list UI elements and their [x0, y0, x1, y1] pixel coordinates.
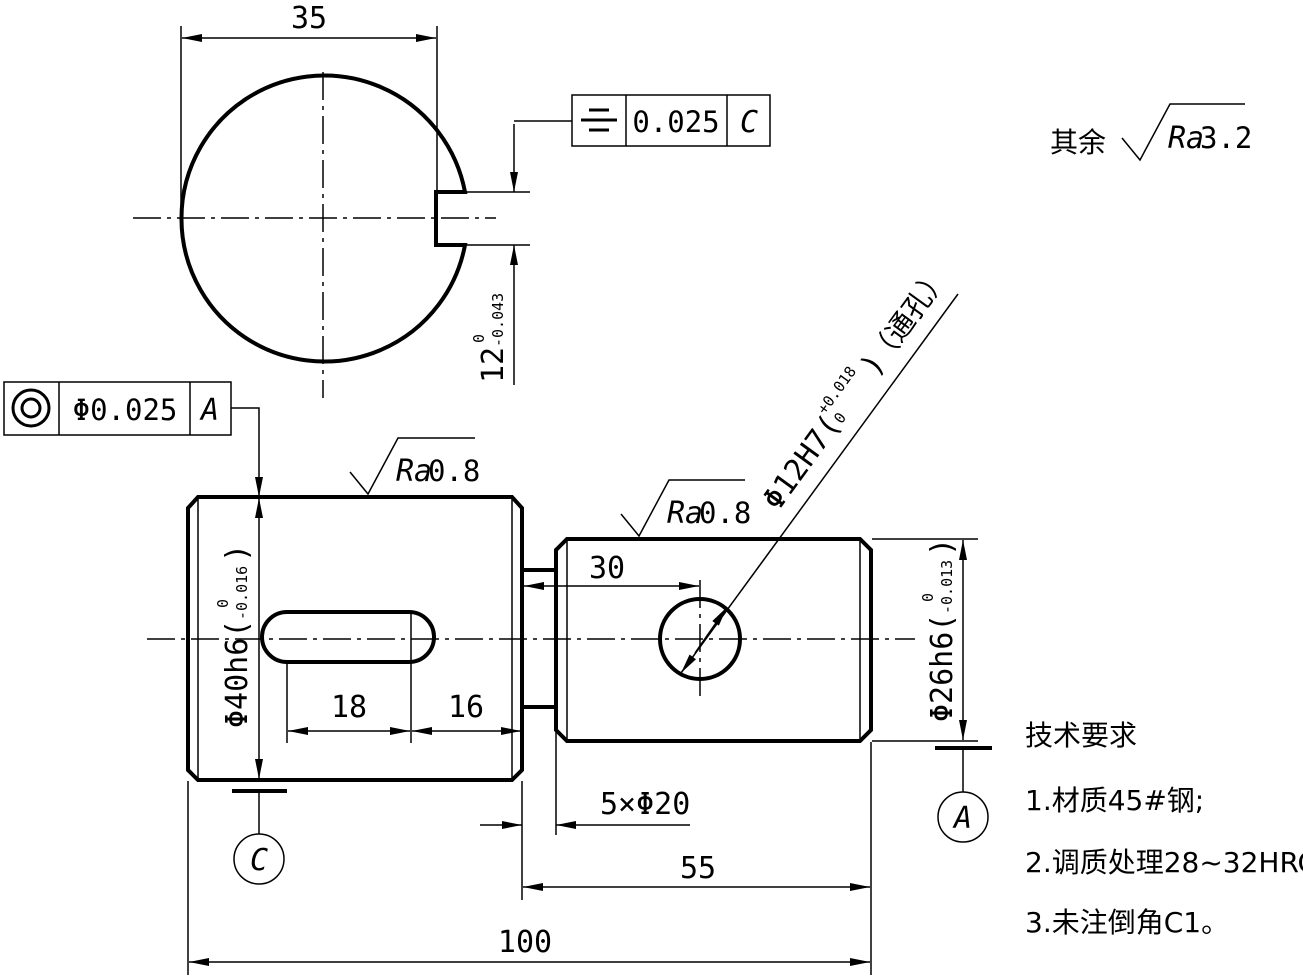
tech-item-3: 3.未注倒角C1。	[1025, 906, 1229, 939]
sym-frame	[571, 94, 771, 147]
dim-12-text: 12	[476, 347, 511, 383]
roughness-small-symbol	[620, 479, 745, 538]
dim-d26-lower: -0.013	[938, 560, 956, 614]
dim-12-label: 12 0 -0.043	[470, 293, 511, 383]
roughness-rest-symbol	[1121, 103, 1245, 162]
conc-datum: A	[199, 393, 219, 428]
datum-a-text: A	[952, 801, 972, 836]
dim-d26-text: Φ26h6(	[925, 614, 960, 722]
roughness-small-ra: Ra	[667, 496, 703, 531]
concentricity-icon	[11, 388, 51, 428]
dim-30-text: 30	[589, 551, 625, 586]
dim-d26-upper: 0	[919, 593, 937, 602]
end-view-outline	[179, 73, 468, 364]
tech-item-2: 2.调质处理28~32HRC;	[1025, 846, 1303, 879]
tech-title: 技术要求	[1025, 719, 1137, 752]
datum-a-circle	[937, 791, 989, 843]
dim-d26-close: )	[925, 538, 960, 556]
dim-d40-label: Φ40h6( 0 -0.016 )	[214, 544, 255, 728]
roughness-rest-ra: Ra	[1168, 121, 1204, 156]
dim-18-text: 18	[331, 690, 367, 725]
tech-requirements: 技术要求 1.材质45#钢; 2.调质处理28~32HRC; 3.未注倒角C1。	[1025, 719, 1303, 939]
dim-d40-upper: 0	[214, 599, 232, 608]
tech-item-1: 1.材质45#钢;	[1025, 784, 1204, 817]
dim-d26-label: Φ26h6( 0 -0.013 )	[919, 538, 960, 722]
dim-d40-lower: -0.016	[233, 566, 251, 620]
dim-35-text: 35	[291, 1, 327, 36]
dim-100-text: 100	[498, 925, 552, 960]
dim-55-text: 55	[680, 851, 716, 886]
dim-12-tol-upper: 0	[470, 334, 488, 343]
roughness-large-ra: Ra	[396, 454, 432, 489]
roughness-rest: 其余 Ra 3.2	[1050, 103, 1252, 162]
end-view: 35 12 0 -0.043 0.025 C	[133, 1, 771, 398]
roughness-large-symbol	[349, 437, 475, 496]
dim-d40-text: Φ40h6(	[220, 620, 255, 728]
groove-text: 5×Φ20	[600, 787, 690, 822]
keyway-slot	[260, 610, 436, 664]
hole-dia-upper: +0.018	[814, 363, 860, 417]
conc-leader	[231, 407, 263, 497]
roughness-small-value: 0.8	[699, 496, 751, 530]
roughness-rest-value: 3.2	[1200, 121, 1252, 155]
dim-16-text: 16	[448, 690, 484, 725]
roughness-rest-label: 其余	[1050, 126, 1106, 159]
sym-datum: C	[740, 105, 758, 140]
dim-12-tol-lower: -0.043	[489, 293, 507, 347]
sym-value: 0.025	[632, 105, 719, 139]
roughness-large-value: 0.8	[428, 454, 480, 488]
hole-leader	[680, 293, 959, 674]
datum-c-text: C	[250, 843, 268, 878]
dim-d40-close: )	[220, 544, 255, 562]
hole-dia-label: Φ12H7( +0.018 0 ) （通孔）	[756, 260, 955, 516]
symmetry-icon	[581, 108, 617, 132]
conc-value: Φ0.025	[73, 393, 178, 427]
datum-c-circle	[233, 833, 285, 885]
neck-outline	[522, 552, 558, 724]
